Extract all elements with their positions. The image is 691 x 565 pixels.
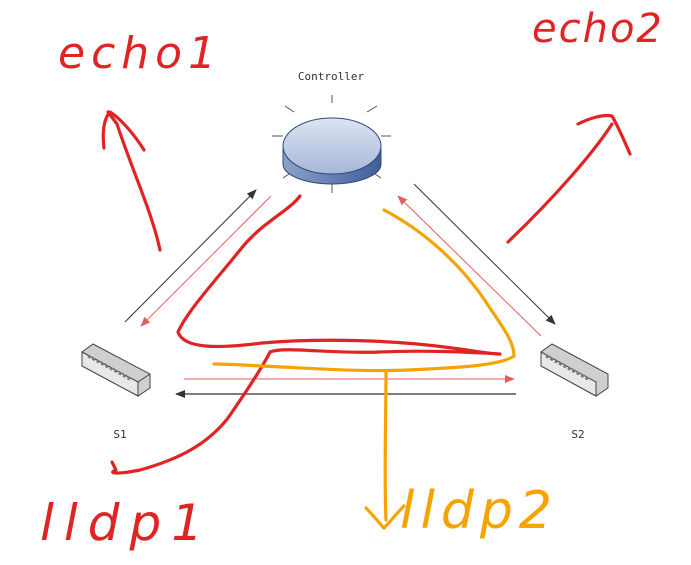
lldp1-loop <box>110 194 502 475</box>
link-arrows <box>124 183 556 398</box>
controller-label: Controller <box>298 70 365 83</box>
switch-s2: S2 <box>540 343 609 441</box>
lldp2-arrow <box>364 370 406 530</box>
switch-s2-label: S2 <box>571 428 584 441</box>
arrow-s1-to-controller <box>124 189 257 323</box>
echo1-arrow <box>101 110 162 252</box>
controller-cylinder-top <box>282 117 382 175</box>
lldp1-handwritten-label: lldp1 <box>40 494 213 552</box>
controller-node: Controller <box>272 70 391 193</box>
switch-s1-label: S1 <box>113 428 126 441</box>
echo2-handwritten-label: echo2 <box>532 6 664 52</box>
red-annotations <box>101 110 632 475</box>
lldp2-loop <box>212 208 516 373</box>
echo1-handwritten-label: echo1 <box>58 28 222 79</box>
arrow-s2-to-controller <box>397 195 542 337</box>
arrow-controller-to-s2 <box>413 183 556 325</box>
echo2-arrow <box>506 113 632 244</box>
arrow-controller-to-s1 <box>140 195 272 327</box>
orange-annotations <box>212 208 516 530</box>
switch-s1: S1 <box>81 343 151 441</box>
lldp2-handwritten-label: lldp2 <box>400 481 558 541</box>
